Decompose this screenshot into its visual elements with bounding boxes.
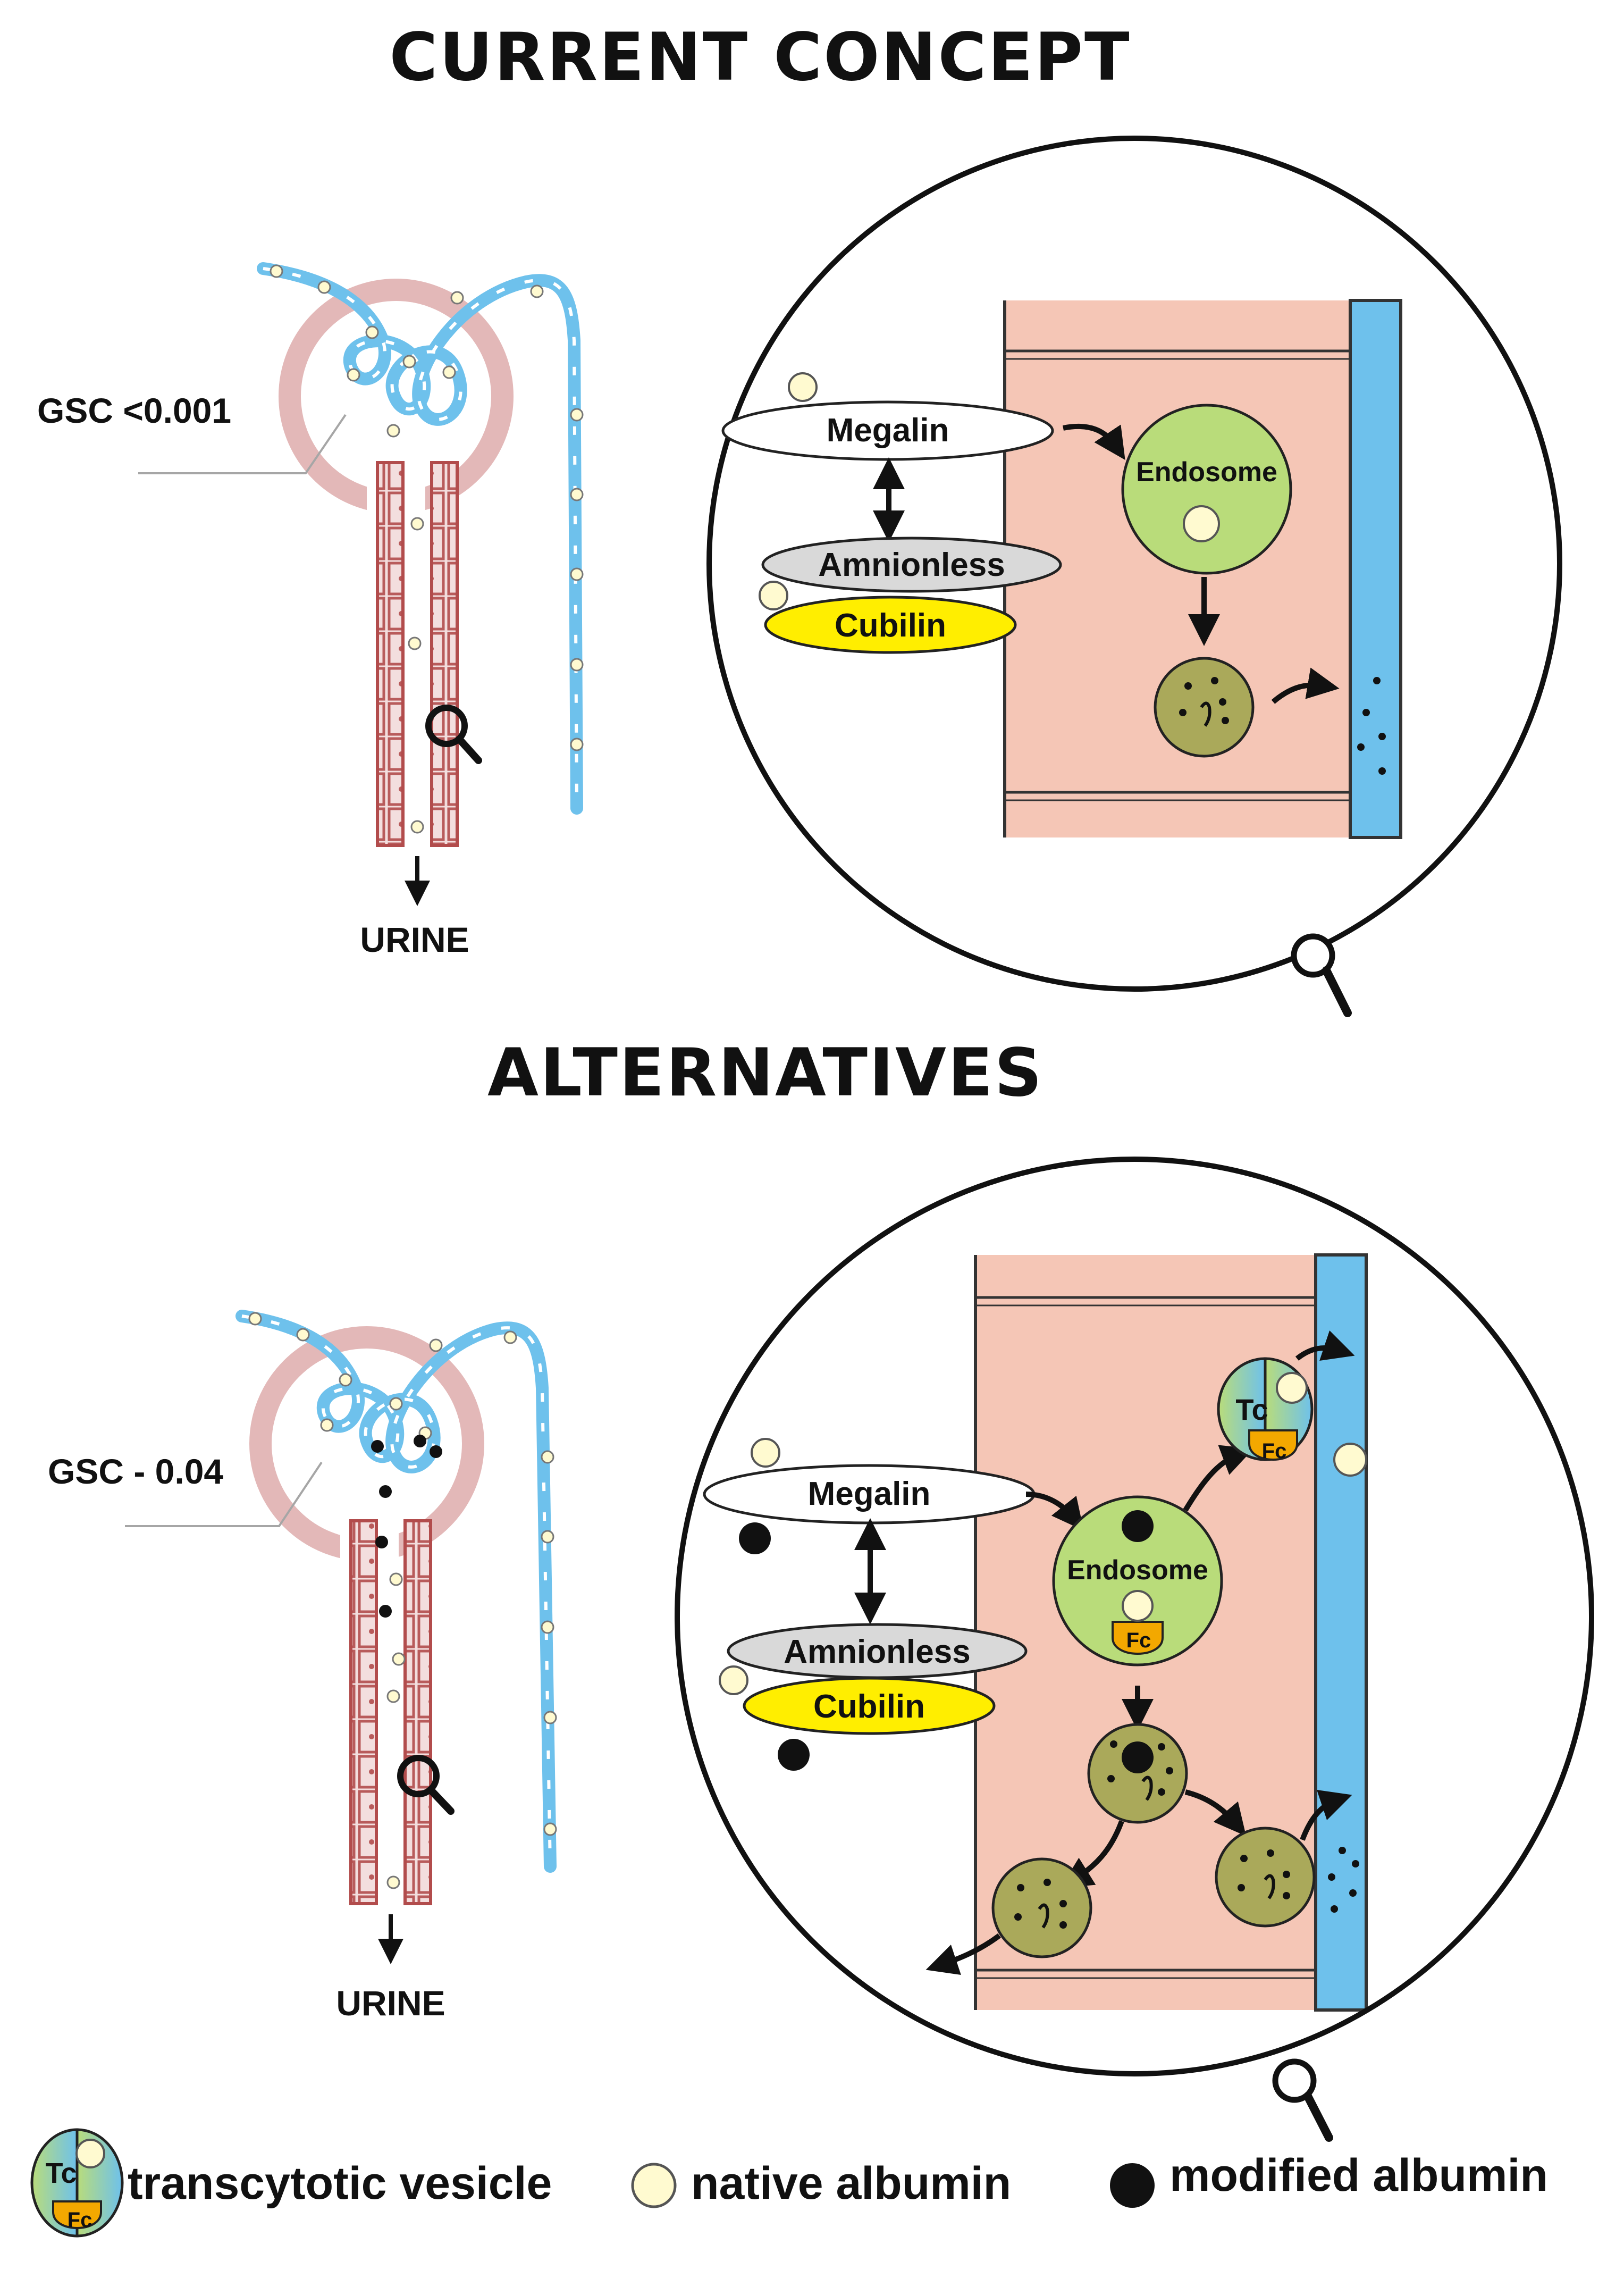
degraded-fragments (1179, 677, 1229, 724)
fragments-in-blood (1357, 677, 1386, 775)
native-albumin-dots (270, 264, 584, 834)
degraded-fragments (1238, 1849, 1290, 1899)
modified-albumin-dots (371, 1435, 442, 1618)
megalin-label: Megalin (827, 412, 949, 449)
modified-albumin (1122, 1741, 1154, 1773)
native-albumin (1183, 505, 1220, 542)
peptide-fragment (1264, 1874, 1275, 1899)
fc-label: Fc (1262, 1439, 1287, 1463)
legend-modified-albumin-icon (1110, 2163, 1155, 2208)
peritubular-capillary (1349, 299, 1402, 839)
endocytosis-arrow (1063, 423, 1125, 460)
urine-label: URINE (360, 920, 469, 959)
magnifier-icon (1272, 2058, 1317, 2103)
native-albumin (1333, 1443, 1367, 1477)
legend-native-albumin-icon (631, 2163, 677, 2208)
tc-label: Tc (1235, 1393, 1268, 1426)
magnifier-handle (427, 1786, 455, 1815)
native-albumin-dots (248, 1312, 557, 1889)
magnifier-icon (1291, 933, 1335, 978)
legend: Tc Fc transcytotic vesicle native albumi… (30, 2128, 1548, 2238)
lysosome-branch-arrow (1184, 1789, 1247, 1837)
magnifier-handle (1322, 966, 1352, 1017)
tubule-cells-right (405, 1521, 431, 1904)
peritubular-capillary (1314, 1253, 1368, 2012)
magnifier-icon (425, 705, 468, 747)
legend-fc-label: Fc (68, 2208, 92, 2232)
cubilin-receptor (764, 596, 1017, 654)
capillary-texture (241, 1314, 552, 1867)
zoom-circle-current: Megalin Amnionless Cubilin Endosome (706, 136, 1562, 1017)
transcytosis-arrow (1183, 1445, 1254, 1512)
gsc-leader-line (138, 414, 347, 474)
native-albumin (1122, 1590, 1154, 1622)
legend-modified-albumin-label: modified albumin (1169, 2150, 1548, 2201)
heading-current-concept: CURRENT CONCEPT (389, 19, 1131, 96)
amnionless-label: Amnionless (818, 547, 1005, 583)
gsc-leader-line (125, 1461, 323, 1527)
endocytosis-arrow (1025, 1492, 1084, 1531)
heading-alternatives: ALTERNATIVES (487, 1035, 1044, 1111)
tubule-cells-right (432, 463, 457, 845)
legend-fc-receptor (52, 2200, 102, 2229)
modified-albumin (1122, 1510, 1154, 1542)
native-albumin (759, 581, 788, 610)
endosome-label: Endosome (1136, 457, 1277, 488)
fc-receptor (1112, 1621, 1164, 1655)
release-arrow (1300, 1790, 1352, 1841)
tubule-cells-left (377, 463, 403, 845)
amnionless-label: Amnionless (784, 1634, 970, 1670)
endosome-label: Endosome (1067, 1555, 1208, 1586)
megalin-label: Megalin (808, 1476, 931, 1512)
native-albumin (751, 1438, 780, 1468)
magnifier-icon (397, 1755, 440, 1797)
degraded-fragments (1014, 1879, 1067, 1929)
degraded-fragments (1107, 1740, 1173, 1796)
gsc-label: GSC - 0.04 (48, 1452, 223, 1491)
peptide-fragment (1141, 1776, 1153, 1801)
legend-native-albumin-in-vesicle (75, 2139, 105, 2168)
release-arrow (1271, 667, 1340, 704)
modified-albumin (739, 1522, 771, 1554)
amnionless-protein (761, 537, 1062, 593)
recycling-arrow (925, 1933, 1001, 1975)
tubule-cells-left (351, 1521, 376, 1904)
fc-receptor (1248, 1429, 1298, 1461)
magnifier-handle (1303, 2092, 1333, 2142)
capillary-texture (263, 267, 578, 809)
fragments-in-blood (1328, 1847, 1359, 1913)
endosome (1052, 1495, 1223, 1666)
magnifier-handle (456, 735, 482, 764)
urine-label: URINE (336, 1983, 445, 2023)
modified-albumin (778, 1739, 810, 1771)
peptide-fragment (1038, 1903, 1049, 1929)
legend-transcytotic-vesicle-label: transcytotic vesicle (128, 2158, 552, 2209)
lysosome (1154, 657, 1255, 758)
gsc-label: GSC <0.001 (37, 391, 231, 430)
nephron-current: GSC <0.001 URINE (37, 262, 584, 959)
lysosome-branch-arrow (1060, 1820, 1124, 1888)
legend-native-albumin-label: native albumin (691, 2158, 1011, 2209)
cubilin-label: Cubilin (835, 607, 946, 644)
peptide-fragment (1200, 701, 1211, 727)
legend-tc-label: Tc (45, 2157, 77, 2189)
exocytosis-arrow (1295, 1330, 1355, 1361)
nephron-alternatives: GSC - 0.04 URINE (48, 1310, 557, 2023)
fc-label: Fc (1126, 1629, 1151, 1652)
cubilin-label: Cubilin (813, 1688, 925, 1725)
zoom-circle-alternatives: Megalin Amnionless Cubilin Endosome Fc T… (675, 1157, 1594, 2142)
zoom-circle-outline (706, 136, 1562, 992)
zoom-circle-outline (675, 1157, 1594, 2076)
native-albumin (788, 372, 818, 402)
native-albumin (719, 1665, 748, 1695)
native-albumin (1276, 1372, 1308, 1404)
cubilin-receptor (743, 1677, 996, 1735)
endosome (1121, 404, 1292, 575)
